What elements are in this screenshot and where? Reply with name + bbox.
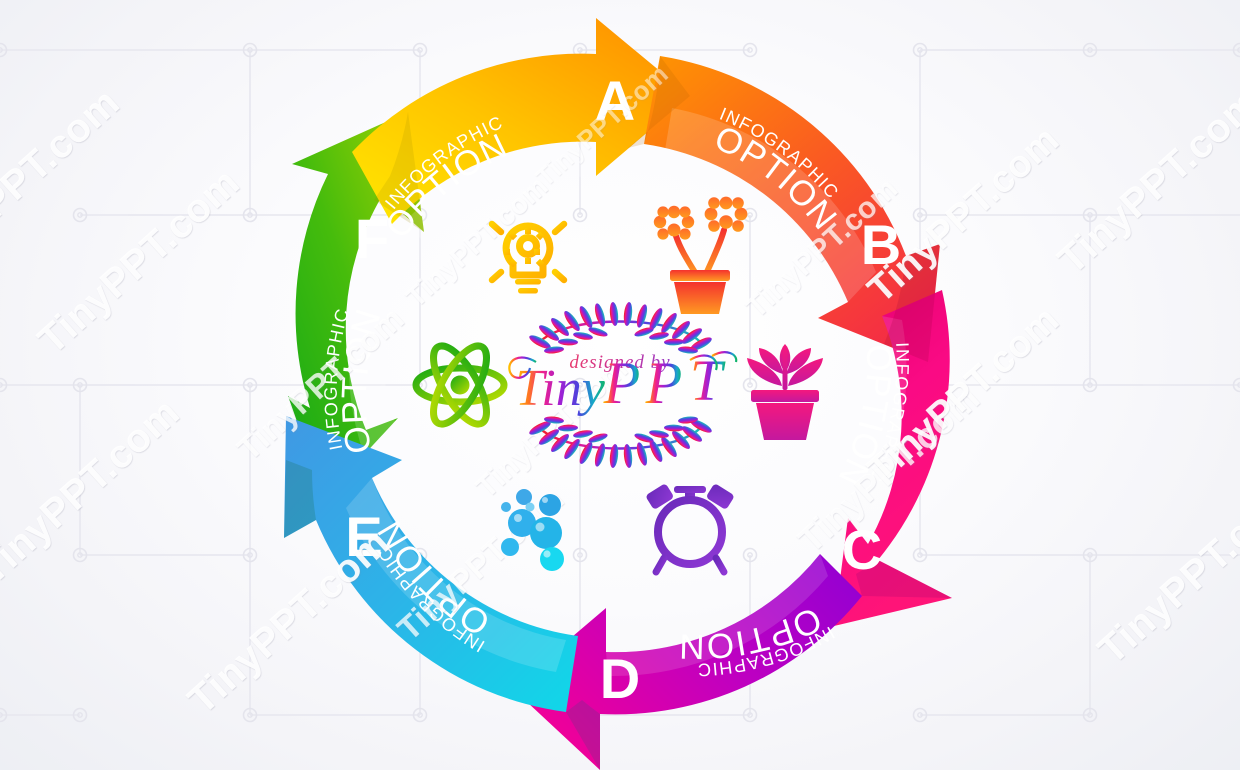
letter-A: A (595, 69, 635, 132)
letter-F: F (355, 207, 389, 270)
letter-E: E (345, 505, 382, 568)
segment-B[interactable] (644, 56, 940, 362)
letter-D: D (600, 647, 640, 710)
segment-C[interactable] (834, 290, 952, 626)
letter-C: C (842, 518, 882, 581)
letter-B: B (861, 213, 901, 276)
segment-A[interactable] (352, 18, 690, 248)
segment-E[interactable] (284, 416, 578, 712)
segment-F[interactable] (238, 108, 424, 510)
segment-D[interactable] (512, 554, 862, 770)
